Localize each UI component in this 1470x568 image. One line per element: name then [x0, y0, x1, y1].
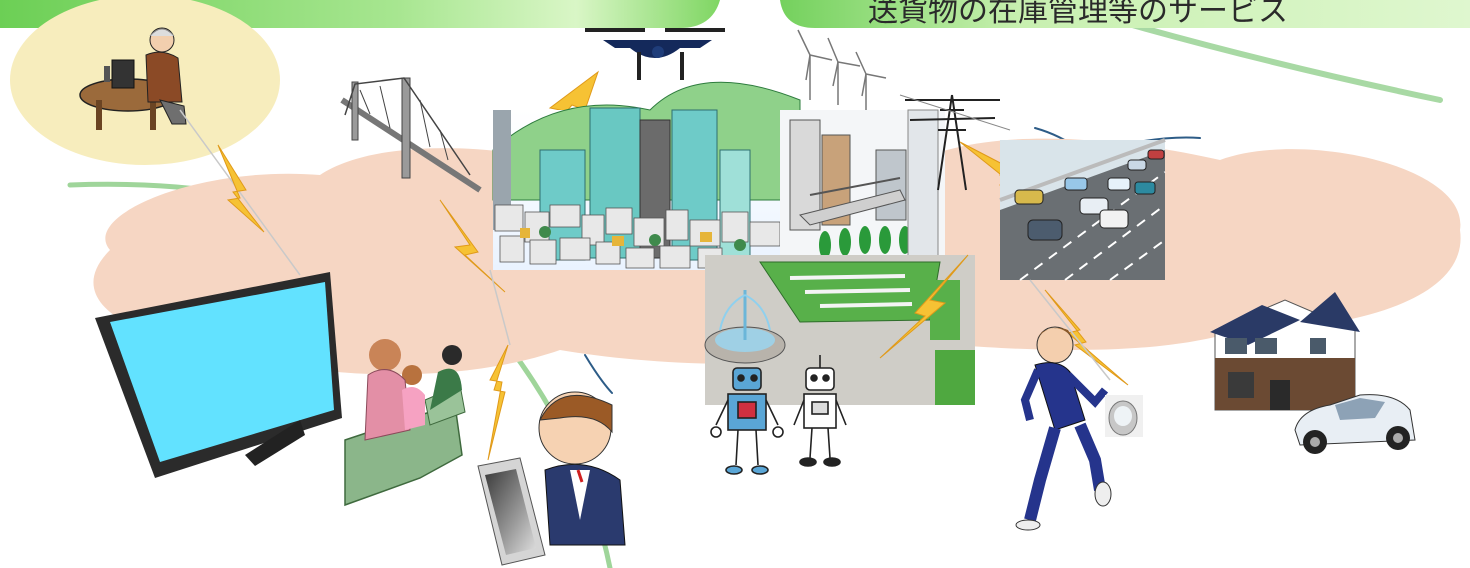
- elderly-person-at-computer: [10, 0, 280, 165]
- park-fountain: [704, 255, 975, 405]
- electric-car: [1294, 394, 1416, 454]
- city-skyline: [492, 81, 803, 270]
- robots: [710, 355, 847, 475]
- smartphone: [477, 457, 546, 566]
- lightning-icon: [487, 344, 509, 461]
- runner: [1015, 326, 1112, 531]
- drone: [585, 28, 725, 80]
- lightning-icon: [439, 199, 506, 293]
- lightning-icon: [217, 144, 265, 233]
- banner-right-text: 送貨物の在庫管理等のサービス: [868, 0, 1288, 29]
- student: [538, 391, 626, 546]
- highway-traffic: [999, 138, 1166, 281]
- banner-right: [780, 0, 1470, 28]
- smart-house: [1210, 292, 1360, 411]
- television: [95, 272, 342, 478]
- wearable-device: [1105, 395, 1143, 437]
- lightning-icon: [1044, 289, 1129, 386]
- lightning-icon: [879, 254, 969, 359]
- suspension-bridge: [340, 77, 482, 193]
- power-pylon: [899, 94, 1011, 261]
- wind-turbines: [797, 29, 887, 112]
- family-on-sofa: [344, 339, 466, 507]
